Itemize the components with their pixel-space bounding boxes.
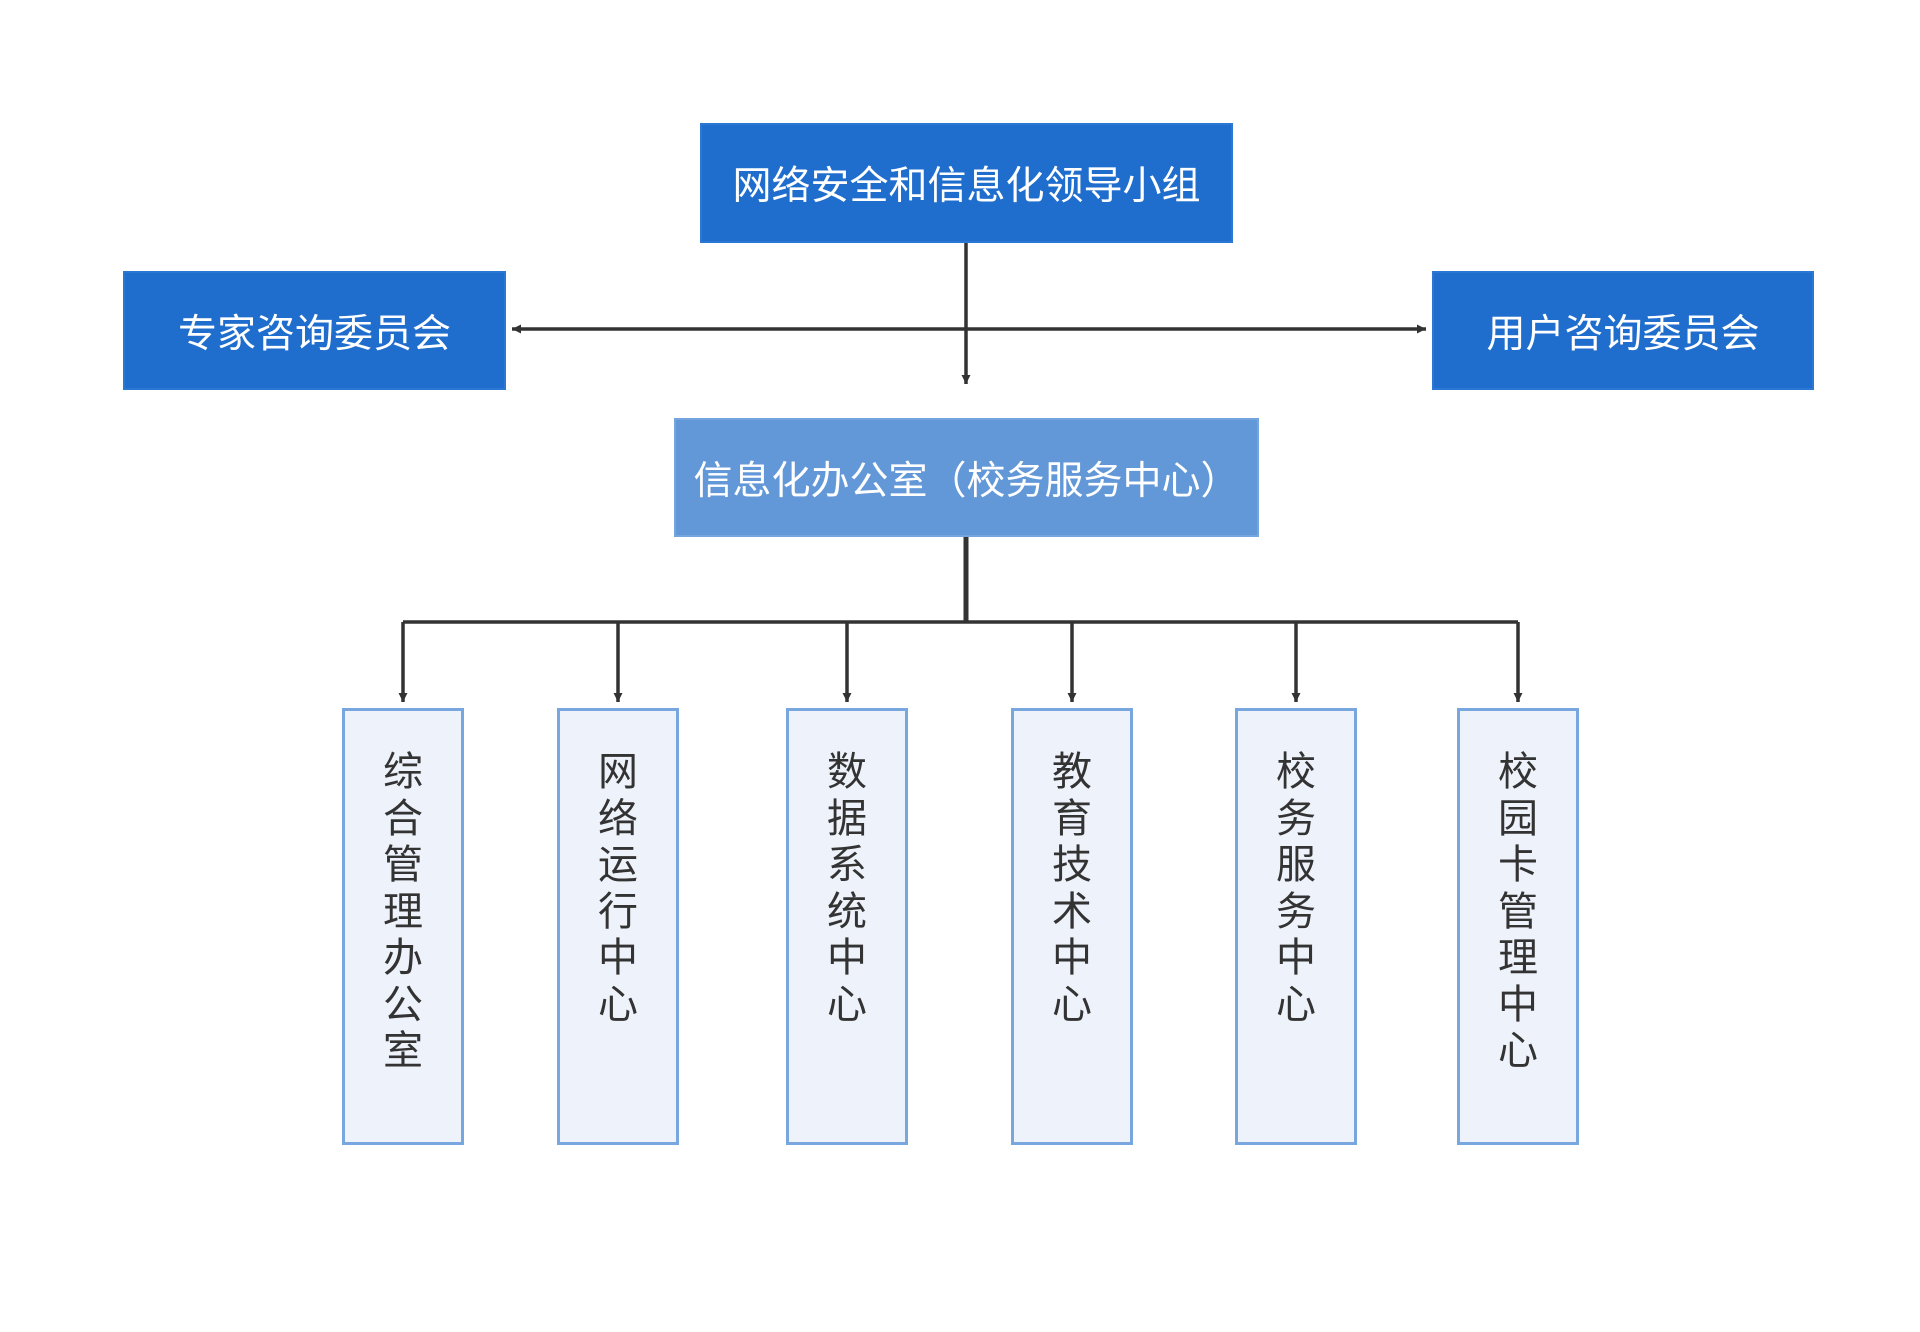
center-box-general-admin: 综合管理办公室 bbox=[342, 708, 464, 1145]
center-label: 数据系统中心 bbox=[827, 749, 867, 1028]
center-box-educational-technology: 教育技术中心 bbox=[1011, 708, 1133, 1145]
user-committee-label: 用户咨询委员会 bbox=[1486, 311, 1760, 357]
leading-group-box: 网络安全和信息化领导小组 bbox=[700, 123, 1233, 243]
center-label: 校务服务中心 bbox=[1276, 749, 1316, 1028]
center-box-network-operations: 网络运行中心 bbox=[557, 708, 679, 1145]
center-label: 教育技术中心 bbox=[1052, 749, 1092, 1028]
center-box-school-services: 校务服务中心 bbox=[1235, 708, 1357, 1145]
center-label: 综合管理办公室 bbox=[383, 749, 423, 1074]
expert-committee-box: 专家咨询委员会 bbox=[123, 271, 506, 390]
center-box-data-systems: 数据系统中心 bbox=[786, 708, 908, 1145]
center-box-campus-card: 校园卡管理中心 bbox=[1457, 708, 1579, 1145]
user-committee-box: 用户咨询委员会 bbox=[1432, 271, 1814, 390]
office-box: 信息化办公室（校务服务中心） bbox=[674, 418, 1259, 537]
center-label: 校园卡管理中心 bbox=[1498, 749, 1538, 1074]
center-label: 网络运行中心 bbox=[598, 749, 638, 1028]
expert-committee-label: 专家咨询委员会 bbox=[177, 311, 451, 357]
office-label: 信息化办公室（校务服务中心） bbox=[693, 458, 1240, 504]
leading-group-label: 网络安全和信息化领导小组 bbox=[732, 164, 1201, 209]
